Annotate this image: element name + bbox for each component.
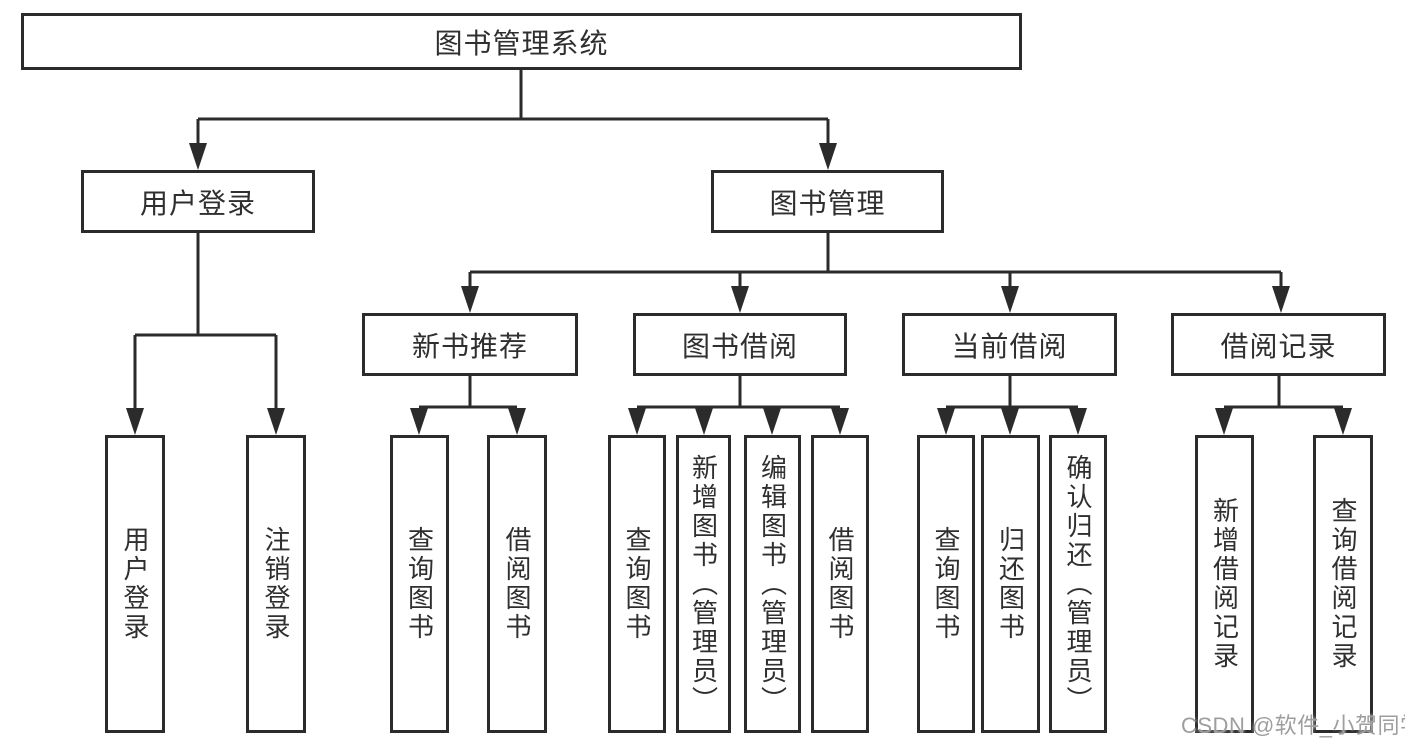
connector-line [637,376,840,409]
arrowhead [763,408,781,435]
leaf-label: 新增图书（管理员） [688,453,719,715]
node-current-borrow: 当前借阅 [902,313,1117,376]
arrowhead [189,143,207,170]
leaf-label: 注销登录 [261,526,291,642]
node-label: 借阅记录 [1220,330,1337,362]
arrowhead [1215,408,1233,435]
leaf-label: 用户登录 [120,526,150,642]
connector-line [468,233,1283,290]
arrowhead [267,408,285,435]
leaf-label: 查询借阅记录 [1328,497,1358,671]
leaf-cb-return-books: 归还图书 [981,435,1040,733]
edges-new-book-recommend-to-leaves [410,376,526,435]
arrowhead [937,408,955,435]
edges-book-management-to-level3 [461,233,1290,313]
node-library-management-system: 图书管理系统 [21,13,1022,70]
node-label: 图书管理系统 [434,27,609,59]
arrowhead [410,408,428,435]
node-user-login: 用户登录 [81,170,315,233]
leaf-bb-query-books: 查询图书 [608,435,666,733]
leaf-label: 借阅图书 [825,526,855,642]
edges-root-to-level2 [189,70,837,170]
node-label: 当前借阅 [951,330,1068,362]
arrowhead [819,143,837,170]
arrowhead [628,408,646,435]
connector-line [419,376,517,409]
leaf-cb-confirm-return-admin: 确认归还（管理员） [1049,435,1107,733]
leaf-cb-query-books: 查询图书 [917,435,975,733]
leaf-label: 编辑图书（管理员） [757,453,788,715]
connector-line [133,233,278,412]
leaf-bb-add-books-admin: 新增图书（管理员） [676,435,731,733]
connector-line [1224,376,1343,409]
arrowhead [1069,408,1087,435]
leaf-nbr-query-books: 查询图书 [390,435,449,733]
arrowhead [831,408,849,435]
leaf-logout-login: 注销登录 [246,435,306,733]
leaf-label: 查询图书 [622,526,652,642]
leaf-br-query-borrow-record: 查询借阅记录 [1313,435,1373,733]
connector-line [946,376,1078,409]
arrowhead [508,408,526,435]
leaf-label: 确认归还（管理员） [1063,453,1093,715]
arrowhead [1001,286,1019,313]
leaf-label: 新增借阅记录 [1209,497,1240,671]
node-borrow-records: 借阅记录 [1171,313,1386,376]
edges-book-borrow-to-leaves [628,376,849,435]
arrowhead [731,286,749,313]
leaf-label: 借阅图书 [502,526,532,642]
arrowhead [695,408,713,435]
connector-line [196,70,830,147]
leaf-label: 查询图书 [931,526,961,642]
edges-user-login-to-leaves [126,233,285,435]
leaf-bb-borrow-books: 借阅图书 [811,435,869,733]
leaf-nbr-borrow-books: 借阅图书 [487,435,547,733]
node-label: 用户登录 [139,187,256,219]
node-label: 图书借阅 [681,330,798,362]
node-label: 图书管理 [769,187,886,219]
csdn-watermark: CSDN @软件_小贺同学 [1181,713,1405,738]
arrowhead [1272,286,1290,313]
arrowhead [126,408,144,435]
leaf-label: 归还图书 [995,526,1026,642]
arrowhead [1001,408,1019,435]
edges-current-borrow-to-leaves [937,376,1087,435]
leaf-label: 查询图书 [404,526,435,642]
leaf-user-login: 用户登录 [105,435,165,733]
leaf-bb-edit-books-admin: 编辑图书（管理员） [744,435,801,733]
node-new-book-recommend: 新书推荐 [362,313,578,376]
node-book-management: 图书管理 [711,170,944,233]
arrowhead [1334,408,1352,435]
arrowhead [461,286,479,313]
node-book-borrow: 图书借阅 [633,313,847,376]
node-label: 新书推荐 [411,330,528,362]
edges-borrow-records-to-leaves [1215,376,1352,435]
leaf-br-add-borrow-record: 新增借阅记录 [1195,435,1254,733]
